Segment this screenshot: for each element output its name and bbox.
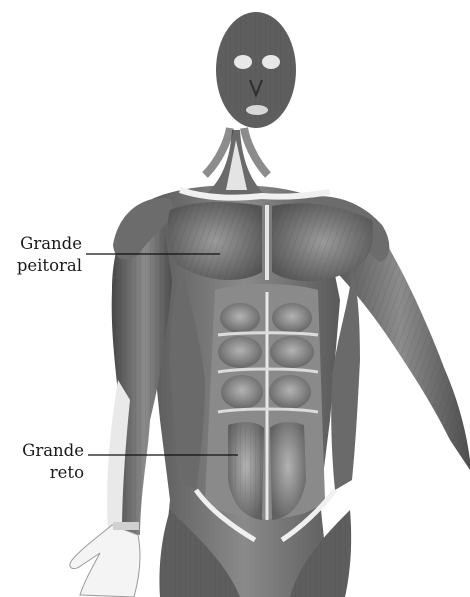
label-line: Grande bbox=[0, 440, 84, 462]
label-line: Grande bbox=[0, 233, 82, 255]
hand bbox=[70, 522, 140, 597]
neck bbox=[205, 128, 268, 195]
label-grande-reto: Grande reto bbox=[0, 440, 84, 484]
head bbox=[216, 12, 296, 128]
rectus-abdominis bbox=[205, 284, 325, 520]
label-line: reto bbox=[0, 462, 84, 484]
label-grande-peitoral: Grande peitoral bbox=[0, 233, 82, 277]
label-line: peitoral bbox=[0, 255, 82, 277]
